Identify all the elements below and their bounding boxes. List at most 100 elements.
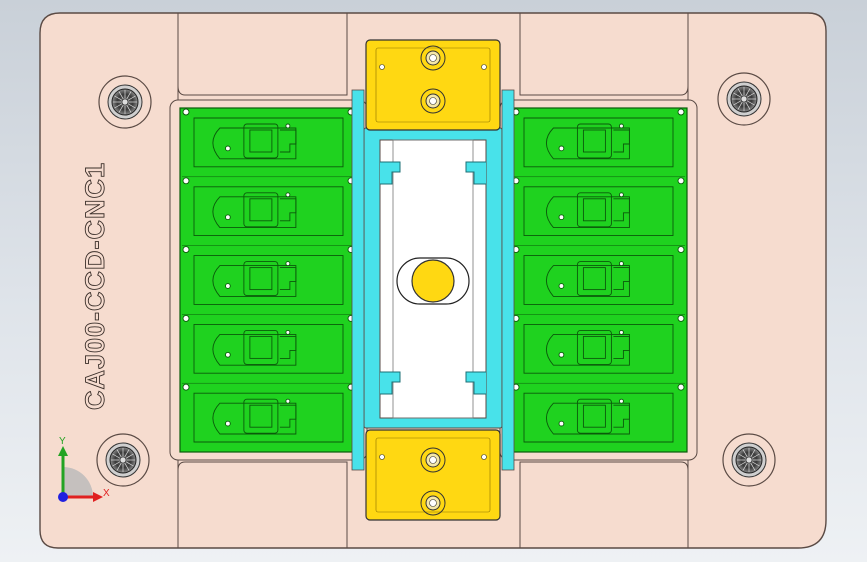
hole-counterbore [96, 433, 150, 487]
ccd-module [243, 192, 279, 228]
cavity-recess [212, 127, 297, 160]
center-pin [411, 259, 455, 303]
top-clamp-block [365, 39, 501, 131]
cavity-outline [523, 255, 674, 305]
ccd-module [576, 329, 612, 365]
ccd-module [243, 261, 279, 297]
mounting-hole-bottom-right [722, 433, 776, 487]
ccd-sensor [249, 404, 273, 428]
cavity-locator [225, 283, 231, 289]
cavity-recess [545, 333, 630, 366]
cavity-outline [193, 323, 344, 374]
pcb-cavity [182, 176, 355, 237]
pcb-cavity [182, 245, 355, 305]
panel-edge-hole [677, 383, 685, 391]
cavity-locator [618, 123, 624, 129]
cavity-locator [558, 283, 565, 289]
ccd-sensor [582, 404, 606, 428]
cavity-locator [618, 192, 624, 198]
cavity-outline [523, 392, 674, 443]
clamp-bolt-counterbore [420, 45, 446, 71]
clamp-pin [481, 454, 487, 460]
x-axis-arrow [93, 492, 103, 502]
ccd-sensor [582, 198, 606, 222]
pcb-board [509, 107, 688, 453]
slot-right-rail [501, 89, 515, 471]
flex-connector [279, 129, 297, 153]
clamp-pin [379, 454, 385, 460]
pcb-cavity [512, 382, 685, 443]
slot-left-rail [351, 89, 365, 471]
triad-arc [63, 467, 93, 497]
cavity-outline [193, 117, 344, 168]
flex-connector [279, 404, 297, 428]
pcb-cavity [512, 314, 685, 374]
flex-connector [613, 198, 630, 222]
ccd-module [576, 123, 612, 159]
cavity-recess [212, 196, 297, 229]
ccd-module [576, 192, 612, 228]
mounting-hole-top-left [98, 75, 152, 129]
panel-edge-hole [677, 177, 685, 185]
ccd-module [576, 261, 612, 297]
cavity-locator [285, 261, 291, 267]
z-axis-dot [58, 492, 68, 502]
hole-counterbore [98, 75, 152, 129]
cavity-outline [523, 323, 674, 374]
clamp-bolt-center [429, 456, 437, 464]
cavity-outline [193, 392, 344, 443]
panel-edge-hole [677, 108, 685, 116]
flex-connector [279, 335, 297, 359]
hole-center [121, 98, 129, 106]
flex-connector [613, 404, 630, 428]
cavity-locator [558, 420, 565, 427]
flex-connector [613, 129, 630, 153]
hole-counterbore [722, 433, 776, 487]
panel-edge-hole [677, 246, 685, 254]
ccd-sensor [582, 267, 606, 291]
t-clamp [380, 161, 401, 185]
pcb-cavity [182, 382, 355, 443]
cavity-recess [212, 265, 297, 297]
panel-edge-hole [182, 177, 190, 185]
cavity-locator [558, 351, 565, 358]
cavity-locator [225, 145, 231, 152]
cavity-outline [523, 117, 674, 168]
ccd-module [243, 123, 279, 159]
clamp-body [365, 39, 501, 131]
slot-oblong-outer [396, 257, 470, 305]
clamp-body [365, 429, 501, 521]
mounting-hole-top-right [717, 72, 771, 126]
cavity-locator [558, 145, 565, 152]
ccd-sensor [249, 129, 273, 153]
cavity-recess [545, 265, 630, 297]
y-axis-arrow [58, 446, 68, 456]
axis-triad: Y X [58, 436, 110, 502]
ccd-module [243, 329, 279, 365]
x-axis-label: X [103, 488, 110, 499]
center-slot [351, 89, 515, 471]
clamp-bolt-center [429, 499, 437, 507]
clamp-inner-edge [375, 47, 491, 123]
ccd-sensor [582, 335, 606, 359]
clamp-pin [481, 64, 487, 70]
cavity-recess [212, 333, 297, 366]
cavity-locator [618, 398, 624, 404]
flex-connector [613, 267, 630, 291]
t-clamp [380, 371, 401, 395]
clamp-inner-edge [375, 437, 491, 513]
cavity-recess [545, 127, 630, 160]
y-axis-label: Y [59, 436, 66, 447]
t-clamp [465, 371, 486, 395]
panel-edge-hole [182, 108, 190, 116]
cavity-outline [523, 186, 674, 237]
cavity-locator [285, 329, 291, 335]
cavity-locator [285, 398, 291, 404]
hole-center [119, 456, 127, 464]
cavity-locator [225, 214, 231, 221]
flex-connector [279, 267, 297, 291]
clamp-bolt-center [429, 54, 437, 62]
cavity-locator [618, 329, 624, 335]
